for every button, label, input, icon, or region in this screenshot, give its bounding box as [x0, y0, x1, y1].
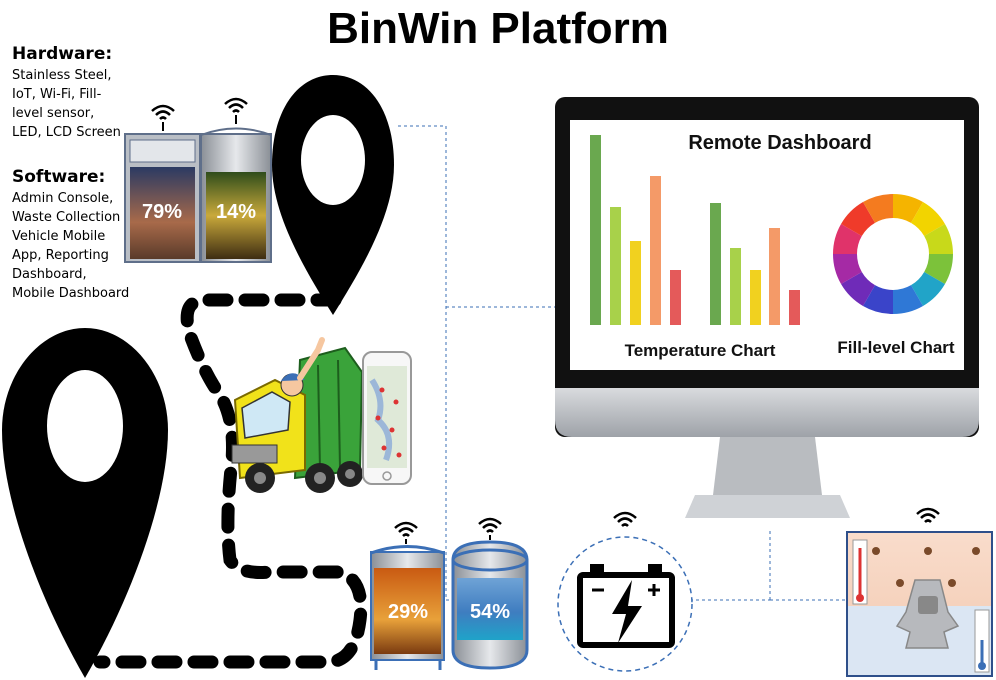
ring-segment	[924, 224, 953, 254]
hardware-line-2: IoT, Wi-Fi, Fill-	[12, 87, 102, 102]
phone-map-icon	[362, 351, 412, 485]
fill-level-ring	[833, 194, 953, 314]
wifi-icon	[224, 97, 248, 124]
ring-segment	[911, 272, 945, 306]
bar	[650, 176, 661, 325]
software-line-2: Waste Collection	[12, 210, 121, 225]
map-pin-icon	[2, 328, 168, 678]
bar	[630, 241, 641, 325]
bin-bottom-right	[451, 540, 529, 670]
ring-segment	[911, 202, 945, 236]
bin-fill-79: 79%	[142, 201, 182, 223]
software-line-3: Vehicle Mobile	[12, 229, 106, 244]
software-line-1: Admin Console,	[12, 191, 114, 206]
bar	[670, 270, 681, 325]
wifi-icon	[613, 511, 637, 527]
ring-segment	[863, 285, 893, 314]
software-line-5: Dashboard,	[12, 267, 87, 282]
wifi-icon	[151, 104, 175, 131]
ring-segment	[893, 194, 923, 223]
fill-level-chart-label: Fill-level Chart	[837, 338, 954, 357]
ring-segment	[924, 254, 953, 284]
hardware-line-1: Stainless Steel,	[12, 68, 112, 83]
ring-segment	[893, 285, 923, 314]
dashboard-title: Remote Dashboard	[688, 132, 871, 154]
connector-lines	[398, 125, 845, 601]
bin-fill-54: 54%	[470, 601, 510, 623]
bar	[769, 228, 780, 325]
page-title: BinWin Platform	[327, 4, 669, 53]
ring-segment	[833, 224, 862, 254]
map-pin-icon	[272, 75, 394, 315]
software-heading: Software:	[12, 167, 106, 187]
software-block: Software: Admin Console, Waste Collectio…	[12, 167, 129, 303]
bar	[789, 290, 800, 325]
battery-bolt-icon	[557, 536, 693, 672]
ring-segment	[841, 272, 875, 306]
hardware-block: Hardware: Stainless Steel, IoT, Wi-Fi, F…	[12, 44, 121, 142]
bar	[710, 203, 721, 325]
bar	[590, 135, 601, 325]
route-path	[93, 293, 368, 669]
software-line-6: Mobile Dashboard	[12, 286, 130, 301]
wifi-icon	[394, 521, 418, 544]
sensor-panel	[846, 531, 993, 677]
bar	[750, 270, 761, 325]
hardware-heading: Hardware:	[12, 44, 113, 64]
bar	[730, 248, 741, 325]
bin-fill-29: 29%	[388, 601, 428, 623]
temperature-chart-label: Temperature Chart	[625, 341, 776, 360]
bin-fill-14: 14%	[216, 201, 256, 223]
ring-segment	[833, 254, 862, 284]
thermometer-icon	[852, 539, 868, 605]
garbage-truck-icon	[231, 337, 364, 493]
temperature-chart	[590, 135, 800, 325]
wifi-icon	[916, 507, 940, 523]
hardware-line-3: level sensor,	[12, 106, 95, 121]
ring-segment	[863, 194, 893, 223]
bar	[610, 207, 621, 325]
bin-bottom-left	[370, 545, 445, 670]
software-line-4: App, Reporting	[12, 248, 109, 263]
hardware-line-4: LED, LCD Screen	[12, 125, 121, 140]
ring-segment	[841, 202, 875, 236]
bin-top-left	[124, 127, 272, 263]
wifi-icon	[478, 517, 502, 540]
thermometer-icon	[974, 609, 990, 673]
